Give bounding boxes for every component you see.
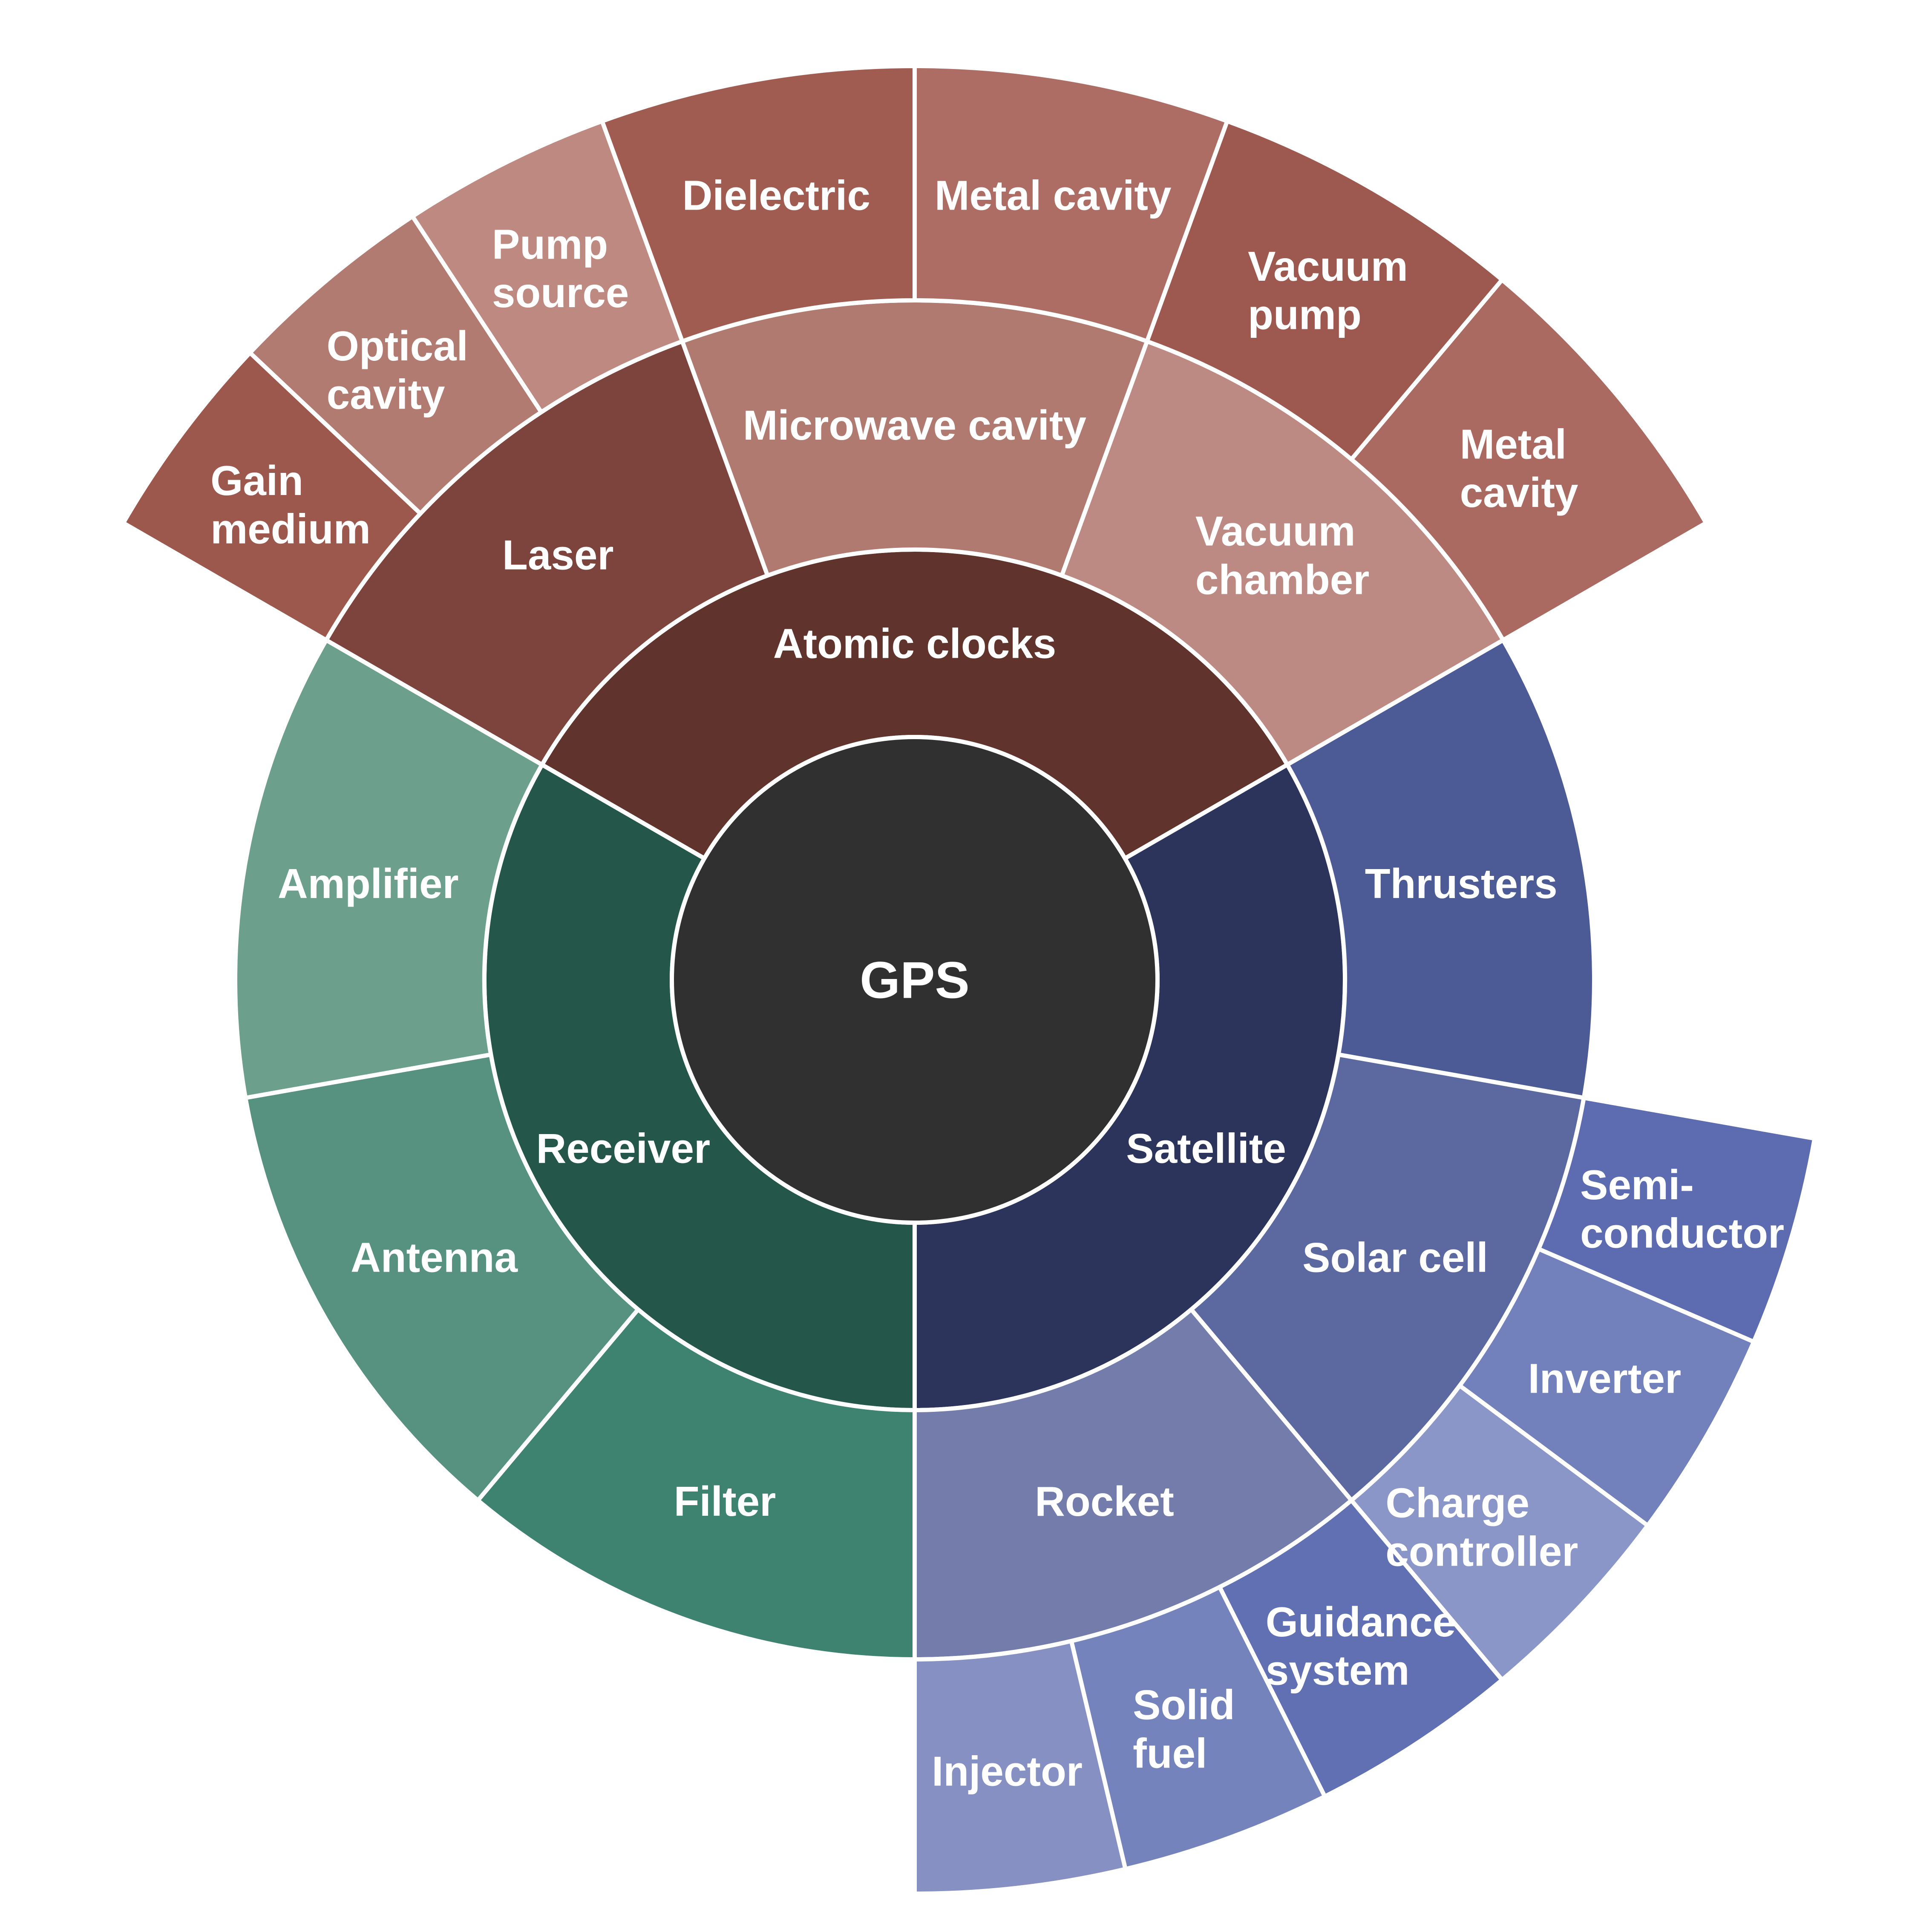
- sectors-layer: [121, 64, 1817, 1896]
- label-dielectric: Dielectric: [682, 172, 870, 219]
- label-rocket: Rocket: [1035, 1478, 1174, 1525]
- label-thrusters: Thrusters: [1365, 860, 1558, 907]
- label-antenna: Antenna: [351, 1234, 518, 1281]
- sector-amplifier: [233, 638, 544, 1100]
- label-metal-cavity: Metal cavity: [935, 172, 1172, 219]
- label-semi-conductor: Semi-conductor: [1580, 1161, 1784, 1257]
- label-receiver: Receiver: [536, 1125, 711, 1172]
- label-laser: Laser: [502, 532, 614, 579]
- label-injector: Injector: [932, 1748, 1083, 1795]
- sector-gps: [670, 735, 1160, 1225]
- sector-injector: [913, 1639, 1128, 1896]
- label-amplifier: Amplifier: [278, 860, 459, 907]
- sector-thrusters: [1285, 638, 1596, 1100]
- label-inverter: Inverter: [1528, 1355, 1682, 1402]
- label-microwave-cavity: Microwave cavity: [743, 402, 1086, 449]
- sector-antenna: [243, 1052, 640, 1503]
- label-satellite: Satellite: [1126, 1125, 1286, 1172]
- label-atomic-clocks: Atomic clocks: [773, 620, 1056, 667]
- label-filter: Filter: [674, 1478, 776, 1525]
- label-gps-center: GPS: [860, 951, 970, 1009]
- sector-filter: [475, 1307, 917, 1661]
- label-solar-cell: Solar cell: [1302, 1234, 1488, 1281]
- sector-metal-cavity-2: [1349, 277, 1708, 642]
